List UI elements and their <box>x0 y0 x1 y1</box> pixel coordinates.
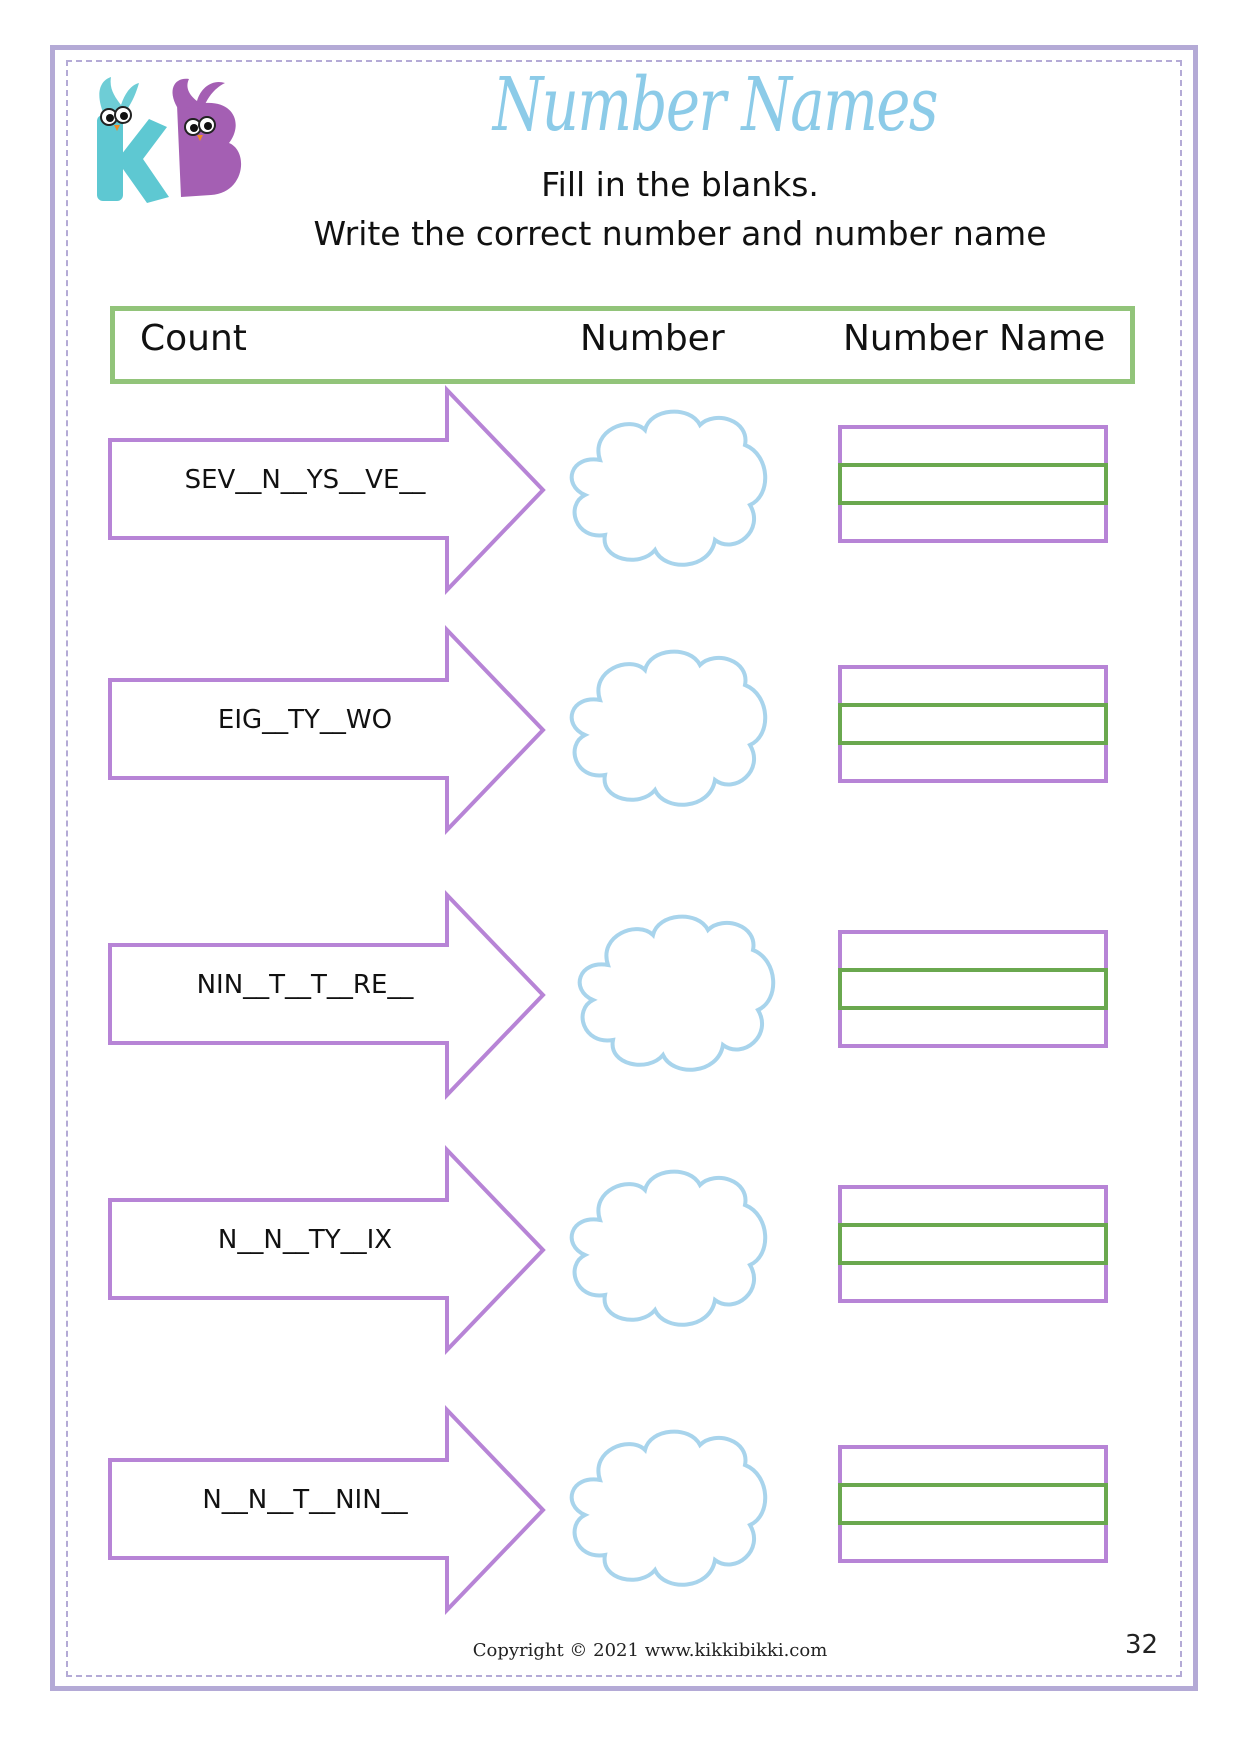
count-prompt: SEV__N__YS__VE__ <box>184 465 426 495</box>
exercise-row: SEV__N__YS__VE__ <box>0 385 1244 595</box>
right-arrow-icon <box>108 385 546 595</box>
count-prompt: NIN__T__T__RE__ <box>196 970 414 1000</box>
right-arrow-icon <box>108 1145 546 1355</box>
cloud-icon[interactable] <box>560 400 775 575</box>
exercise-row: NIN__T__T__RE__ <box>0 890 1244 1100</box>
right-arrow-icon <box>108 1405 546 1615</box>
number-name-writing-lines[interactable] <box>838 1185 1108 1305</box>
right-arrow-icon <box>108 890 546 1100</box>
cloud-icon[interactable] <box>560 1420 775 1595</box>
copyright-footer: Copyright © 2021 www.kikkibikki.com <box>472 1640 828 1661</box>
number-name-writing-lines[interactable] <box>838 665 1108 785</box>
column-header-box <box>110 306 1135 384</box>
cloud-icon[interactable] <box>560 640 775 815</box>
right-arrow-icon <box>108 625 546 835</box>
kb-logo-icon <box>97 77 242 203</box>
exercise-row: EIG__TY__WO <box>0 625 1244 835</box>
header-count: Count <box>140 318 247 359</box>
number-name-writing-lines[interactable] <box>838 930 1108 1050</box>
instruction-line-2: Write the correct number and number name <box>313 214 1047 253</box>
count-prompt: N__N__T__NIN__ <box>202 1485 408 1515</box>
page-title: Number Names <box>492 62 939 148</box>
cloud-icon[interactable] <box>568 905 783 1080</box>
cloud-icon[interactable] <box>560 1160 775 1335</box>
count-prompt: EIG__TY__WO <box>217 705 393 735</box>
instruction-line-1: Fill in the blanks. <box>541 165 819 204</box>
number-name-writing-lines[interactable] <box>838 425 1108 545</box>
header-number-name: Number Name <box>843 318 1106 359</box>
outer-border <box>50 45 1198 1691</box>
number-name-writing-lines[interactable] <box>838 1445 1108 1565</box>
exercise-row: N__N__T__NIN__ <box>0 1405 1244 1615</box>
page-number: 32 <box>1125 1630 1159 1660</box>
count-prompt: N__N__TY__IX <box>217 1225 393 1255</box>
header-number: Number <box>580 318 725 359</box>
inner-dashed-border <box>66 60 1182 1677</box>
exercise-row: N__N__TY__IX <box>0 1145 1244 1355</box>
